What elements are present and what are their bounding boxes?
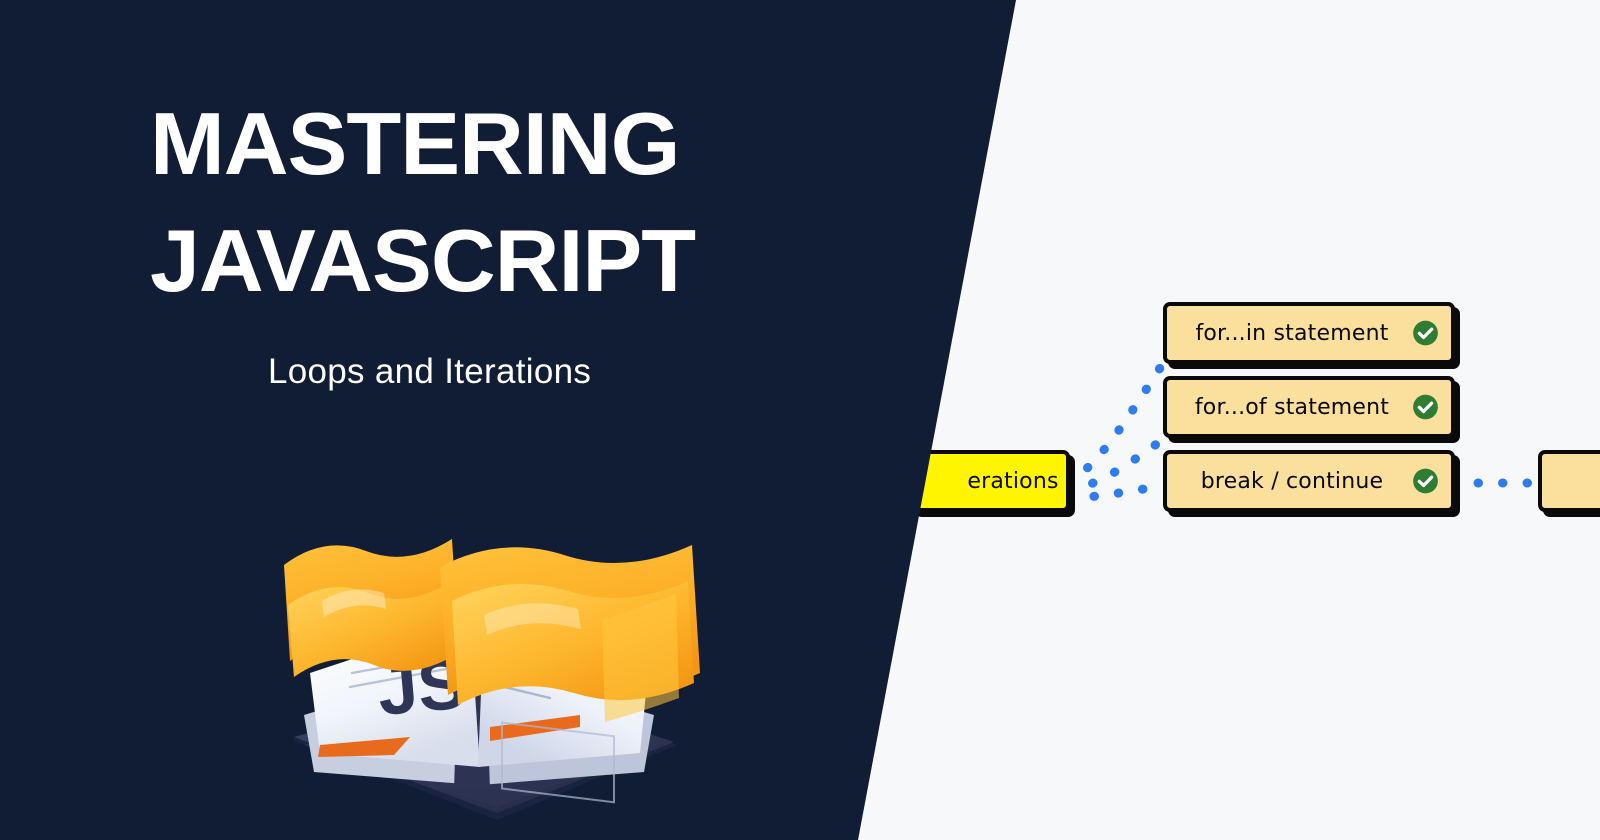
page-title: MASTERING JAVASCRIPT xyxy=(150,85,850,319)
mindmap-node-offscreen[interactable] xyxy=(1538,450,1600,512)
mindmap-node-label: break / continue xyxy=(1200,468,1384,494)
check-circle-icon xyxy=(1413,320,1438,346)
page-subtitle: Loops and Iterations xyxy=(268,352,592,391)
orange-sheets-right xyxy=(440,545,700,722)
mindmap-node-for-in[interactable]: for...in statement xyxy=(1163,302,1455,364)
mindmap-node-for-of[interactable]: for...of statement xyxy=(1163,376,1455,438)
title-line-1: MASTERING xyxy=(150,94,680,193)
hero-panel: MASTERING JAVASCRIPT Loops and Iteration… xyxy=(0,0,1016,840)
orange-sheets-left xyxy=(284,539,458,677)
title-line-2: JAVASCRIPT xyxy=(150,211,696,311)
check-circle-icon xyxy=(1413,394,1438,420)
mindmap-root-node[interactable]: erations xyxy=(910,450,1070,512)
mindmap-root-label: erations xyxy=(967,468,1059,494)
mindmap-node-label: for...of statement xyxy=(1194,394,1390,420)
mindmap-node-label: for...in statement xyxy=(1195,320,1389,346)
mindmap-node-break-continue[interactable]: break / continue xyxy=(1163,450,1455,512)
check-circle-icon xyxy=(1413,468,1438,494)
javascript-book-illustration: JS xyxy=(284,539,700,820)
